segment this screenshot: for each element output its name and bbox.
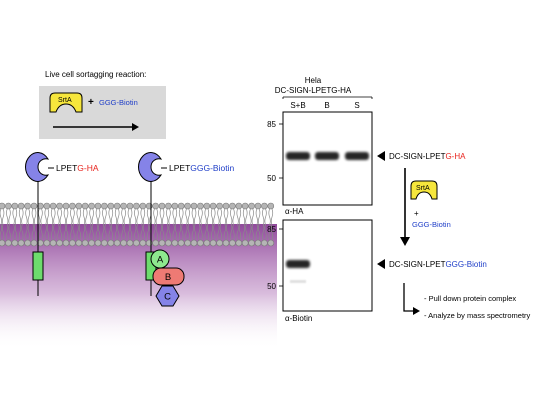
partner-a: A (150, 249, 170, 269)
plus-sign: + (88, 97, 94, 108)
dc-sign-crd-icon (25, 152, 50, 182)
svg-text:B: B (165, 272, 171, 283)
downstream-steps: - Pull down protein complex - Analyze by… (403, 283, 531, 320)
lipid-bilayer (0, 202, 275, 247)
band-pointer-ha (377, 151, 385, 161)
marker-85-top: 85 (267, 120, 276, 129)
srta-enzyme-icon: SrtA (410, 180, 438, 200)
antibody-label-ha: α-HA (285, 207, 304, 216)
transmembrane-domain (32, 251, 44, 281)
reaction-title: Live cell sortagging reaction: (45, 70, 146, 79)
srta-label: SrtA (58, 97, 72, 104)
srta-enzyme-icon: SrtA (49, 92, 83, 113)
svg-text:C: C (164, 292, 171, 303)
lane-label-3: S (354, 101, 359, 110)
ggg-biotin-label: GGG-Biotin (99, 98, 138, 107)
band-pointer-biotin (377, 259, 385, 269)
blot-header: Hela DC-SIGN-LPETG-HA S+B B S (275, 76, 373, 110)
biotin-band-faint-band-lane-1 (290, 280, 306, 283)
cell-membrane (0, 202, 277, 350)
dc-sign-crd-icon (138, 152, 163, 182)
receptor-after-sortagging: LPETGGG-Biotin A B C (138, 152, 234, 307)
antibody-label-biotin: α-Biotin (285, 314, 312, 323)
ha-band-lane-2 (315, 152, 339, 160)
ha-band-lane-3 (345, 152, 369, 160)
ha-band-lane-1 (286, 152, 310, 160)
reaction-box: Live cell sortagging reaction: SrtA + GG… (39, 70, 166, 139)
lpet-label-after: LPETGGG-Biotin (169, 163, 234, 173)
partner-b: B (152, 267, 185, 286)
step-mass-spec: - Analyze by mass spectrometry (424, 311, 531, 320)
blot-panel-anti-biotin: 85 50 α-Biotin DC-SIGN-LPETGGG-Biotin (267, 219, 487, 323)
plus-sign-arrow: + (414, 209, 419, 218)
ha-bands (286, 152, 369, 160)
construct-label: DC-SIGN-LPETG-HA (275, 86, 352, 95)
biotin-bands (286, 260, 310, 283)
marker-85-bottom: 85 (267, 225, 276, 234)
lpet-label-before: LPETG-HA (56, 163, 99, 173)
cell-line-label: Hela (305, 76, 322, 85)
ggg-biotin-label-arrow: GGG-Biotin (412, 220, 451, 229)
srta-label-arrow: SrtA (416, 185, 430, 192)
marker-50-top: 50 (267, 174, 276, 183)
blot-panel-anti-ha: 85 50 α-HA DC-SIGN-LPETG-HA (267, 111, 466, 216)
band-label-ha: DC-SIGN-LPETG-HA (389, 152, 466, 161)
svg-text:A: A (157, 255, 164, 266)
workflow-arrow: SrtA + GGG-Biotin (400, 168, 451, 246)
reaction-arrow (53, 123, 139, 131)
receptor-before-sortagging: LPETG-HA (25, 152, 99, 296)
lane-label-2: B (324, 101, 329, 110)
step-pull-down: - Pull down protein complex (424, 294, 516, 303)
lane-label-1: S+B (290, 101, 305, 110)
marker-50-bottom: 50 (267, 282, 276, 291)
biotin-band-lane-1 (286, 260, 310, 268)
band-label-biotin: DC-SIGN-LPETGGG-Biotin (389, 260, 487, 269)
partner-c: C (155, 285, 180, 307)
